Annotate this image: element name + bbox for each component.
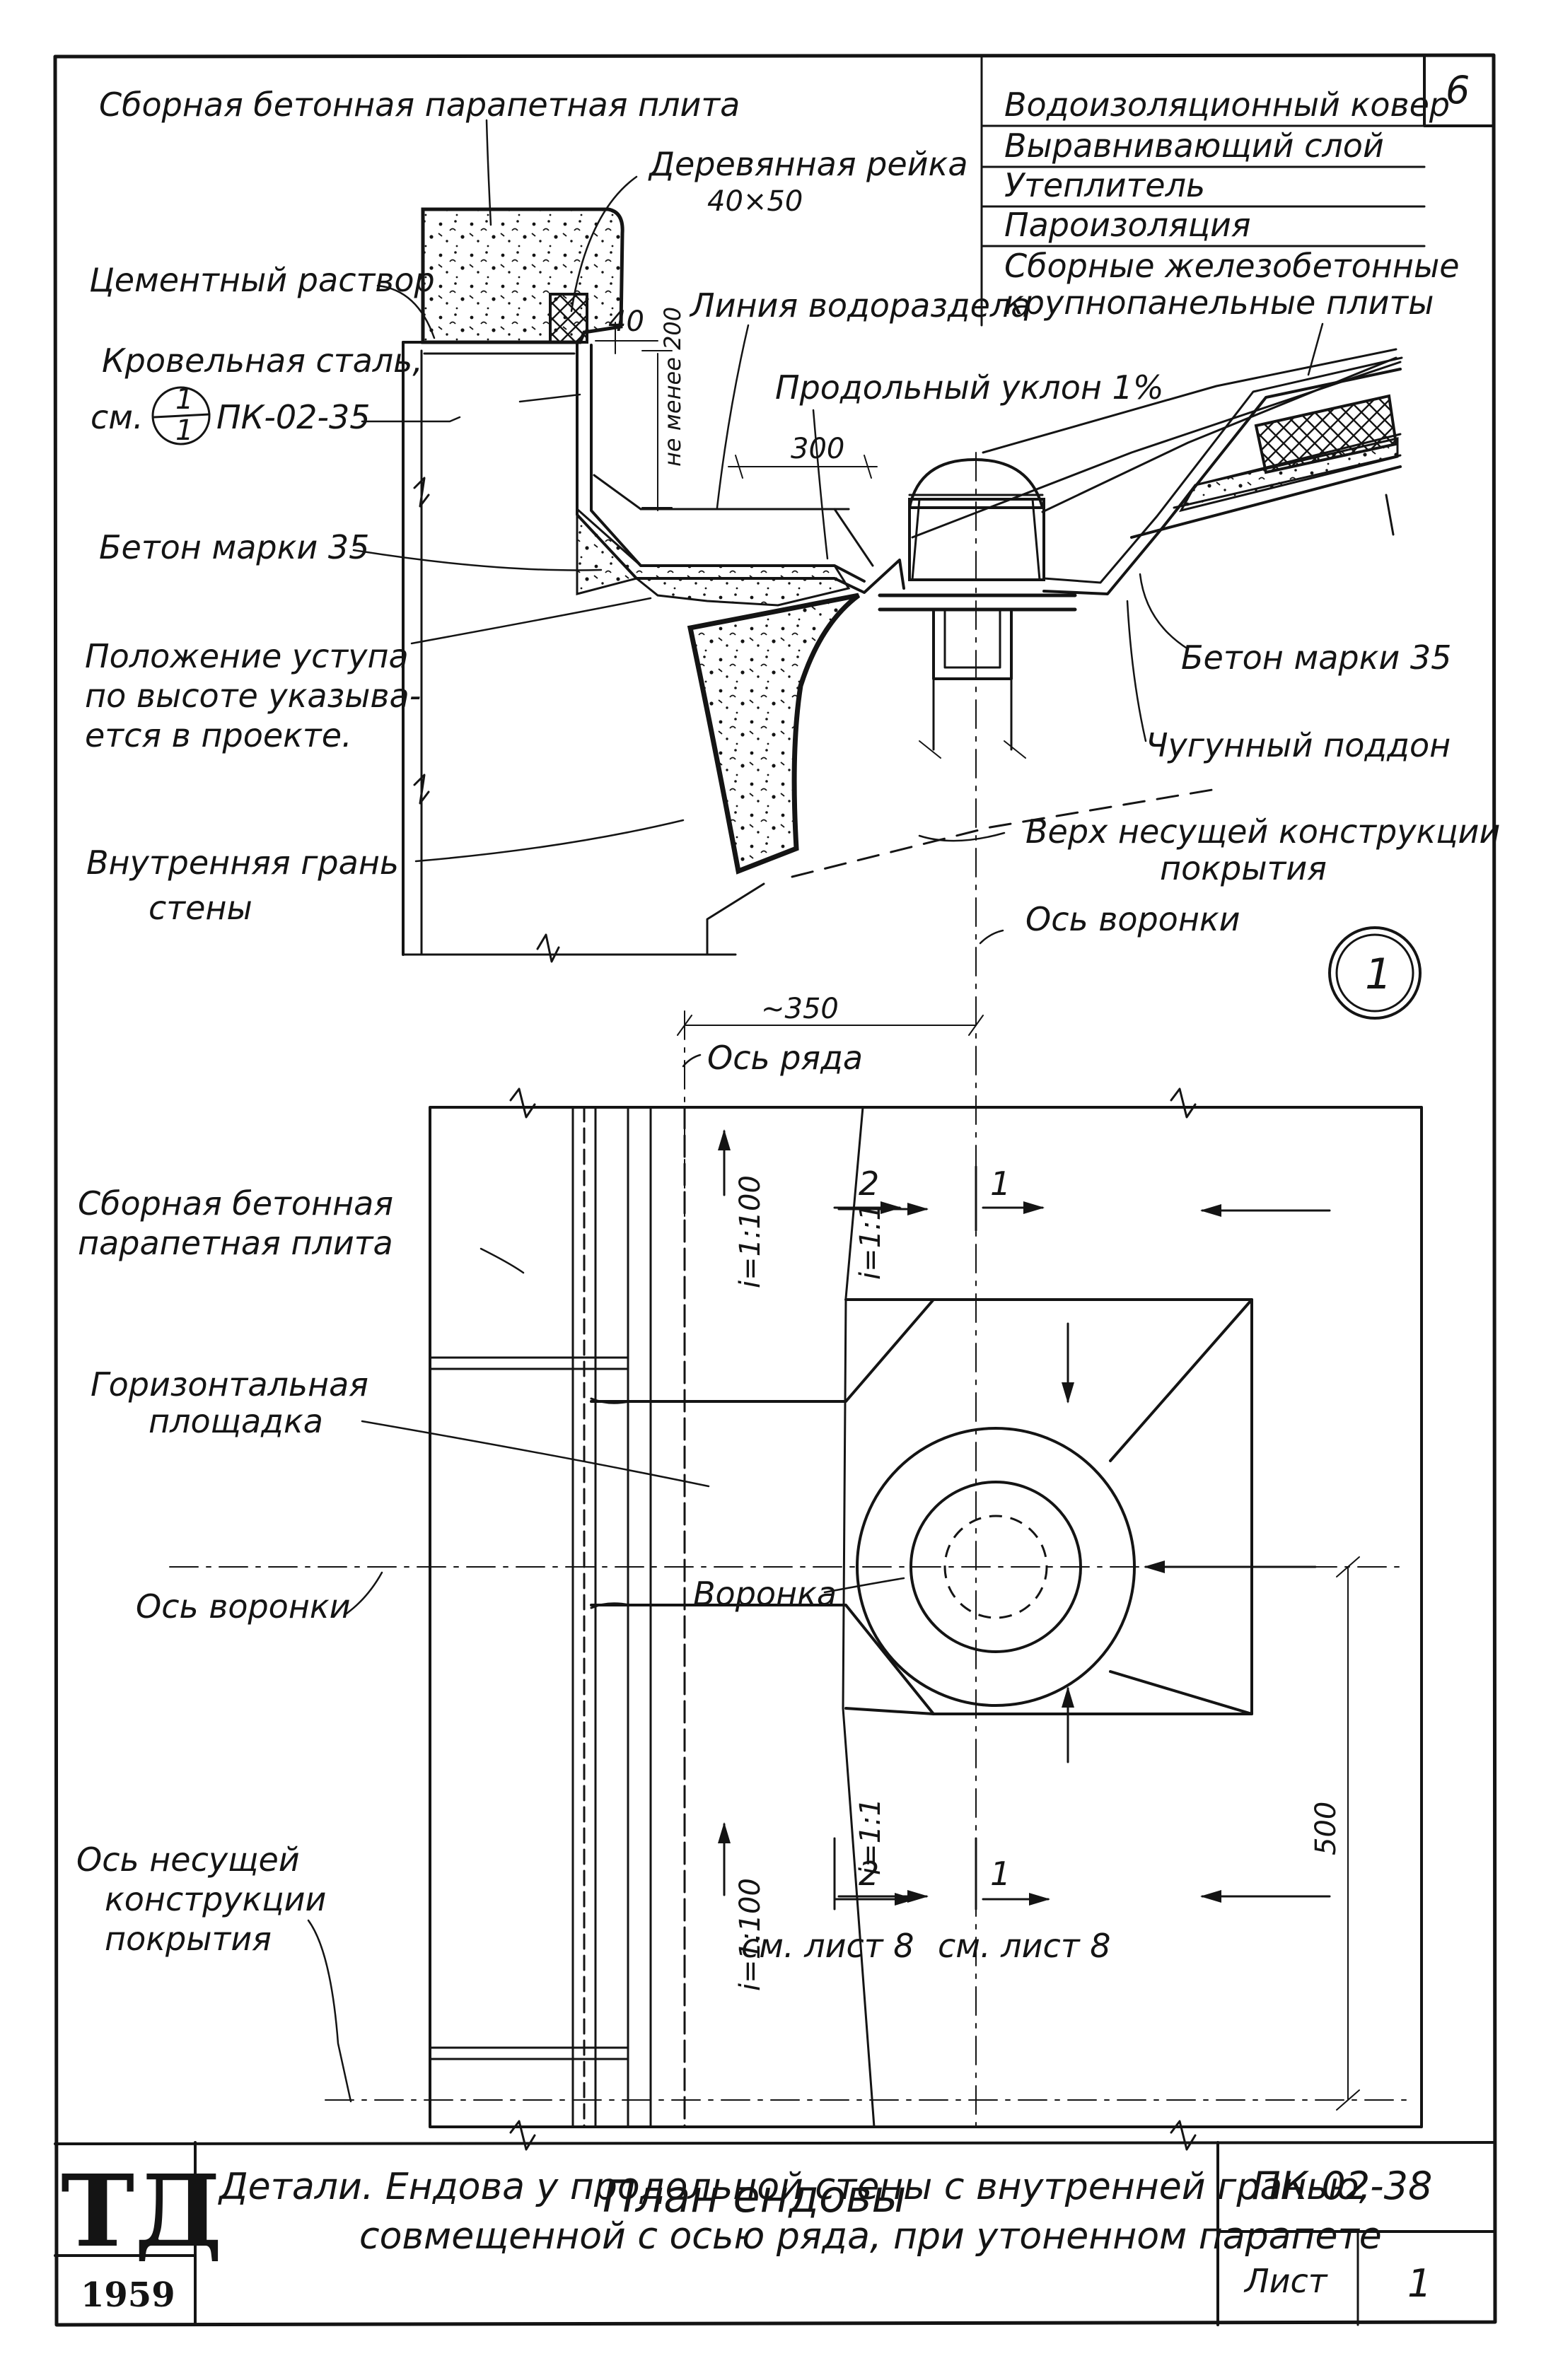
roof-steel-label: Кровельная сталь, [102,342,423,380]
slope-label: Продольный уклон 1% [775,368,1164,407]
cut-1-upper-label: 1 [990,1165,1011,1203]
cement-mortar-label: Цементный раствор [89,261,435,299]
concrete-fill-left [576,506,851,607]
watershed-label: Линия водораздела [689,286,1031,325]
slope-lower-label: i=1:100 [734,1878,767,1991]
funnel-axis-label-section: Ось воронки [1025,900,1240,938]
section-number: 1 [1365,950,1392,999]
structure-axis-label-1: Ось несущей [76,1841,300,1879]
parapet-slab [421,207,624,344]
roof-steel-ref-circle: 1 1 [151,383,211,447]
platform-label-1: Горизонтальная [91,1365,368,1404]
dim-350-label: ~350 [761,993,839,1025]
td-logo: ТД [61,2154,223,2270]
inner-face-label-2: стены [149,889,252,927]
layer-insulation-label: Утеплитель [1004,166,1205,204]
slope-lower-1-1-label: i=1:1 [854,1798,887,1875]
layers-legend: Водоизоляционный ковер Выравнивающий сло… [980,55,1460,327]
structure-axis-label-2: конструкции [105,1880,326,1918]
cut-1-lower-label: 1 [990,1855,1011,1893]
plan-funnel-axis-label: Ось воронки [136,1587,351,1626]
cast-iron-tray-label: Чугунный поддон [1146,726,1451,764]
top-structure-label-1: Верх несущей конструкции [1025,812,1500,851]
slope-upper-label: i=1:100 [734,1175,767,1288]
sheet-number: 6 [1446,68,1470,112]
support-beam [687,593,861,875]
plan-labels: Сборная бетонная парапетная плита Горизо… [76,1165,1342,2222]
section-labels: Сборная бетонная парапетная плита Деревя… [85,86,1500,1077]
plan-title: План ендовы [603,2171,906,2222]
funnel-outer-ring [856,1427,1136,1707]
layer-leveling-label: Выравнивающий слой [1004,127,1384,165]
funnel-label: Воронка [693,1575,837,1613]
concrete-right-label: Бетон марки 35 [1181,638,1451,677]
step-note-line-2: по высоте указыва- [85,677,421,715]
roof-steel-ref-numerator: 1 [175,383,193,416]
roof-steel-ref-denominator: 1 [175,414,193,447]
see-sheet-right-label: см. лист 8 [938,1927,1111,1965]
layer-waterproof-label: Водоизоляционный ковер [1004,86,1450,124]
row-axis-label: Ось ряда [707,1039,863,1077]
layer-vapor-label: Пароизоляция [1004,206,1251,244]
structure-axis-label-3: покрытия [105,1920,272,1958]
step-note-line-1: Положение уступа [85,637,409,675]
see-sheet-left-label: см. лист 8 [741,1927,914,1965]
sheet-label: Лист [1243,2262,1328,2300]
parapet-slab-label: Сборная бетонная парапетная плита [99,86,740,124]
dim-300-label: 300 [791,433,844,465]
wood-strip [549,293,588,344]
section-number-circle: 1 [1328,926,1422,1020]
dim-200-label: не менее 200 [659,307,686,467]
title-block: ТД 1959 Детали. Ендова у продольной стен… [54,2141,1496,2326]
top-structure-label-2: покрытия [1160,849,1327,887]
platform-label-2: площадка [149,1402,323,1440]
plan-drawing [169,1087,1423,2151]
cut-2-upper-label: 2 [859,1165,879,1203]
funnel-hidden-ring [943,1515,1048,1619]
plan-parapet-label-1: Сборная бетонная [78,1184,393,1223]
year-label: 1959 [81,2275,175,2315]
plan-parapet-label-2: парапетная плита [78,1224,393,1262]
section-drawing [352,119,1403,2129]
roof-steel-ref-prefix: см. [91,398,144,436]
sheet-value: 1 [1407,2261,1431,2306]
concrete-left-label: Бетон марки 35 [99,528,369,566]
inner-face-label-1: Внутренняя грань [86,844,399,882]
roof-steel-ref-code: ПК-02-35 [216,398,371,436]
dim-500-label: 500 [1310,1802,1342,1855]
drawing-code: ПК-02-38 [1252,2164,1432,2208]
cut-2-lower-label: 2 [859,1855,879,1893]
dim-40-label: 40 [608,305,644,338]
title-line-2: совмещенной с осью ряда, при утоненном п… [359,2215,1382,2258]
slope-upper-1-1-label: i=1:1 [854,1203,887,1280]
title-line-1: Детали. Ендова у продольной стены с внут… [218,2166,1371,2208]
layer-slabs-label-2: крупнопанельные плиты [1004,284,1434,322]
step-note-line-3: ется в проекте. [85,716,352,754]
layer-slabs-label-1: Сборные железобетонные [1004,247,1460,285]
wood-strip-size-label: 40×50 [707,185,803,218]
wood-strip-label: Деревянная рейка [648,145,968,183]
